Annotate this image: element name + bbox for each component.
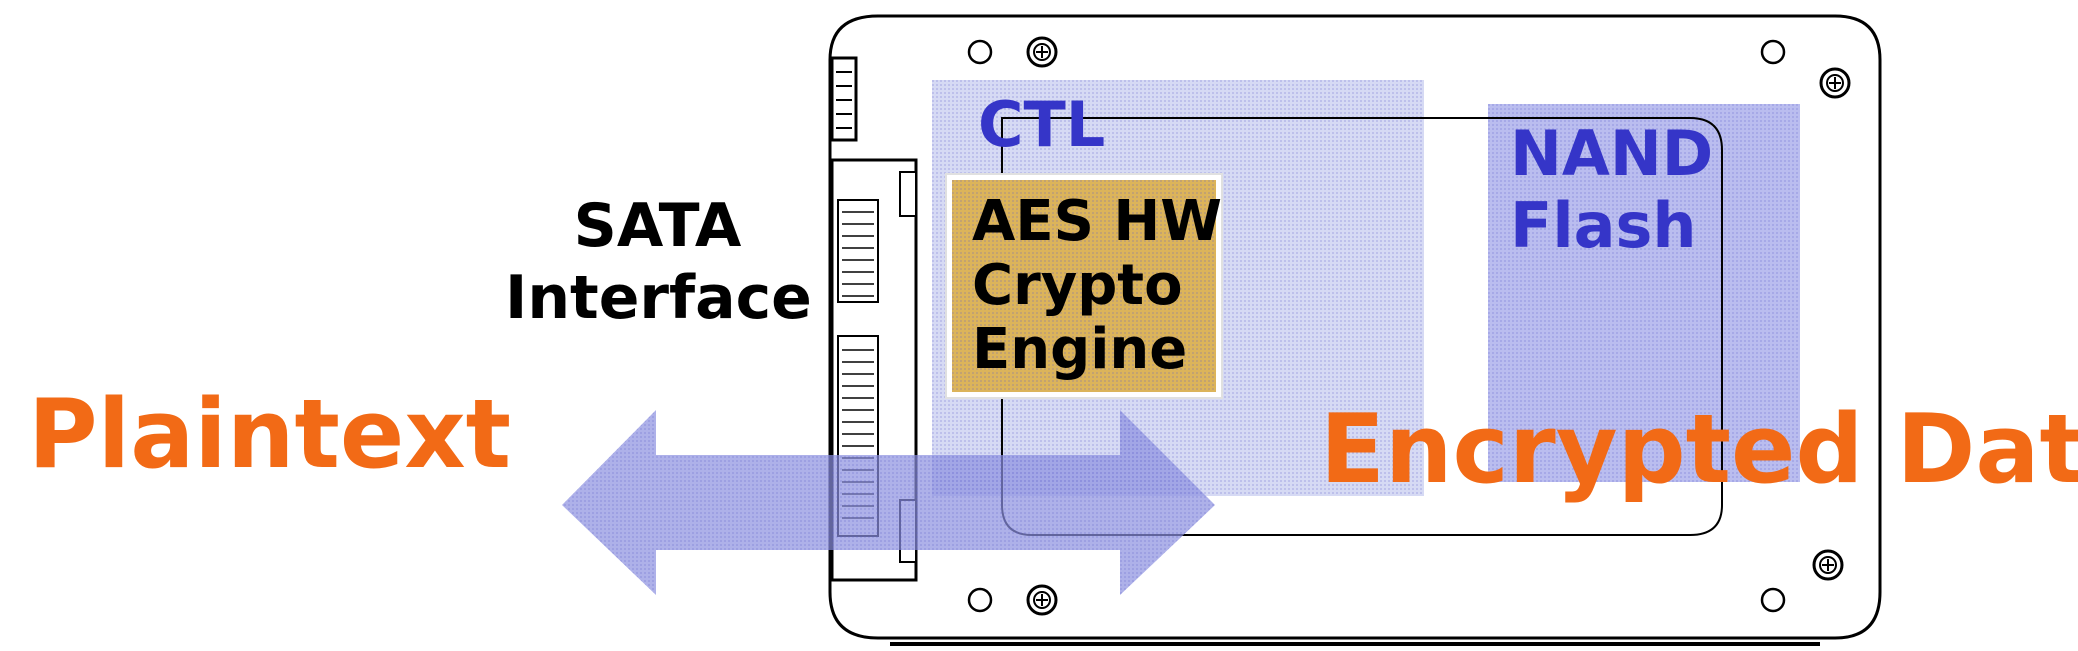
encrypted-data-label: Encrypted Data xyxy=(1320,395,2078,505)
aes-engine-label: AES HW Crypto Engine xyxy=(972,190,1222,382)
mounting-hole xyxy=(967,587,993,613)
screw-icon xyxy=(1026,584,1058,616)
aes-label-line3: Engine xyxy=(972,317,1188,382)
sata-interface-label: SATA Interface xyxy=(505,190,812,334)
screw-icon xyxy=(1026,36,1058,68)
nand-label-line1: NAND xyxy=(1510,117,1714,190)
plaintext-label: Plaintext xyxy=(28,380,512,490)
aes-label-line2: Crypto xyxy=(972,253,1183,318)
nand-flash-label: NAND Flash xyxy=(1510,118,1713,262)
sata-label-line2: Interface xyxy=(505,263,812,333)
aes-label-line1: AES HW xyxy=(972,189,1223,254)
mounting-hole xyxy=(1760,587,1786,613)
sata-label-line1: SATA xyxy=(573,191,742,261)
nand-label-line2: Flash xyxy=(1510,189,1697,262)
mounting-hole xyxy=(967,39,993,65)
screw-icon xyxy=(1819,67,1851,99)
mounting-hole xyxy=(1760,39,1786,65)
screw-icon xyxy=(1812,549,1844,581)
ctl-label: CTL xyxy=(978,88,1106,161)
